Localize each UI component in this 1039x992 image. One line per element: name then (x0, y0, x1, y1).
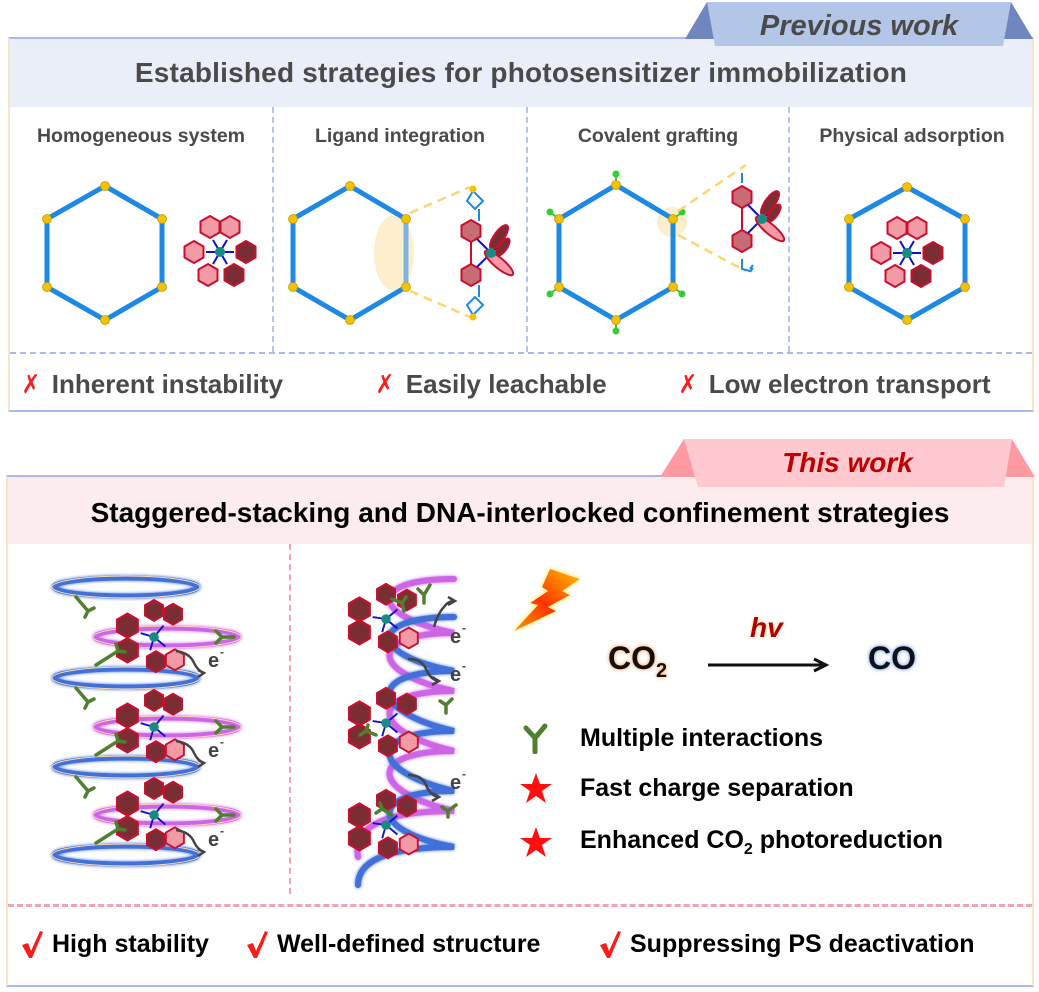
strategy-homogeneous: Homogeneous system (10, 107, 272, 352)
strategy-title: Homogeneous system (36, 125, 246, 147)
reactant-co2: CO2 (608, 640, 668, 682)
light-condition-label: hv (750, 612, 783, 643)
feature-label: Multiple interactions (580, 723, 824, 752)
advantage-item: Well-defined structure (245, 929, 540, 959)
previous-work-title: Established strategies for photosensitiz… (134, 57, 908, 88)
advantage-item: High stability (20, 929, 209, 959)
cross-icon: ✗ (21, 369, 41, 400)
svg-text:-: - (220, 645, 224, 659)
electron-label: e (208, 740, 219, 762)
helix-photosensitizer (349, 790, 418, 858)
grafted-photosensitizer-icon (733, 173, 788, 273)
staggered-stacking-diagram: e- e- e- (51, 575, 276, 867)
feature-item: Fast charge separation (518, 770, 854, 806)
advantage-label: Well-defined structure (277, 929, 541, 958)
lightning-bolt-icon (514, 569, 580, 631)
previous-work-tab: Previous work (685, 2, 1033, 52)
interaction-icon (518, 720, 554, 756)
feature-label: Enhanced CO2 photoreduction (580, 825, 944, 858)
svg-text:-: - (462, 621, 466, 635)
ligand-linker-icon (462, 185, 517, 321)
reaction-equation: CO2 hv CO (598, 612, 958, 682)
star-icon (518, 824, 554, 860)
cross-icon: ✗ (375, 369, 395, 400)
mof-ligand-diagram (288, 181, 526, 325)
drawbacks-list: ✗ Inherent instability ✗ Easily leachabl… (10, 369, 1032, 407)
tab-shape (660, 439, 1035, 487)
drawback-label: Inherent instability (51, 369, 283, 399)
advantage-label: High stability (52, 929, 209, 958)
column-divider (526, 107, 528, 352)
electron-label: e (208, 829, 219, 851)
advantage-item: Suppressing PS deactivation (598, 929, 975, 959)
check-icon (22, 931, 43, 958)
framework-nodes (42, 181, 167, 325)
feature-item: Enhanced CO2 photoreduction (518, 824, 943, 860)
column-divider (272, 107, 274, 352)
cross-icon: ✗ (678, 369, 698, 400)
helix-photosensitizer (349, 688, 418, 756)
mof-hexagon-diagram (42, 181, 272, 325)
electron-transfer-arrows (175, 649, 207, 858)
drawback-label: Low electron transport (708, 369, 991, 399)
electron-label: e (450, 626, 461, 648)
strategy-physical-adsorption: Physical adsorption (790, 107, 1034, 352)
product-co: CO (868, 640, 916, 676)
svg-text:-: - (462, 767, 466, 781)
zoom-guide-lines (409, 185, 471, 319)
adsorbed-photosensitizer-icon (872, 217, 943, 287)
drawback-item: ✗ Easily leachable (374, 369, 607, 400)
this-work-label: This work (782, 447, 913, 478)
advantage-label: Suppressing PS deactivation (630, 929, 975, 958)
svg-text:-: - (462, 659, 466, 673)
hexagon-framework (44, 183, 165, 323)
strategy-ligand-integration: Ligand integration (274, 107, 526, 352)
strategy-title: Ligand integration (314, 125, 486, 147)
advantages-list: High stability Well-defined structure Su… (8, 929, 1032, 969)
electron-label: e (450, 772, 461, 794)
helix-strand-purple (354, 576, 457, 860)
photosensitizer-icon (185, 216, 256, 286)
star-icon (518, 770, 554, 806)
electron-label: e (208, 650, 219, 672)
this-work-tab: This work (660, 437, 1035, 487)
feature-item: Multiple interactions (518, 720, 823, 756)
reaction-arrow-icon (708, 657, 830, 673)
electron-labels: e- e- e- (208, 645, 224, 851)
mof-covalent-diagram (546, 163, 788, 335)
feature-label: Fast charge separation (580, 773, 854, 802)
interaction-markers (358, 583, 458, 819)
strategy-title: Physical adsorption (819, 125, 1005, 147)
previous-work-header: Established strategies for photosensitiz… (10, 39, 1032, 107)
column-divider (788, 107, 790, 352)
drawback-label: Easily leachable (405, 369, 607, 399)
previous-work-panel: Established strategies for photosensitiz… (8, 37, 1034, 412)
svg-text:-: - (220, 735, 224, 749)
section-divider (10, 352, 1032, 354)
this-work-title: Staggered-stacking and DNA-interlocked c… (90, 497, 950, 528)
check-icon (600, 931, 621, 958)
this-work-header: Staggered-stacking and DNA-interlocked c… (8, 477, 1032, 544)
this-work-panel: Staggered-stacking and DNA-interlocked c… (6, 475, 1034, 987)
svg-text:-: - (220, 824, 224, 838)
check-icon (247, 931, 268, 958)
strategy-title: Covalent grafting (577, 125, 739, 147)
tab-shape (685, 2, 1033, 46)
column-divider (289, 544, 291, 894)
previous-work-label: Previous work (759, 10, 959, 42)
drawback-item: ✗ Low electron transport (677, 369, 991, 400)
strategy-covalent-grafting: Covalent grafting (528, 107, 788, 352)
section-divider (8, 904, 1032, 907)
strategy-columns: Homogeneous system Ligand integration (10, 107, 1032, 352)
drawback-item: ✗ Inherent instability (20, 369, 283, 400)
dna-interlocked-diagram: e- e- e- (328, 576, 466, 888)
electron-label: e (450, 664, 461, 686)
mof-adsorption-diagram (844, 182, 970, 325)
interaction-markers (74, 595, 127, 845)
